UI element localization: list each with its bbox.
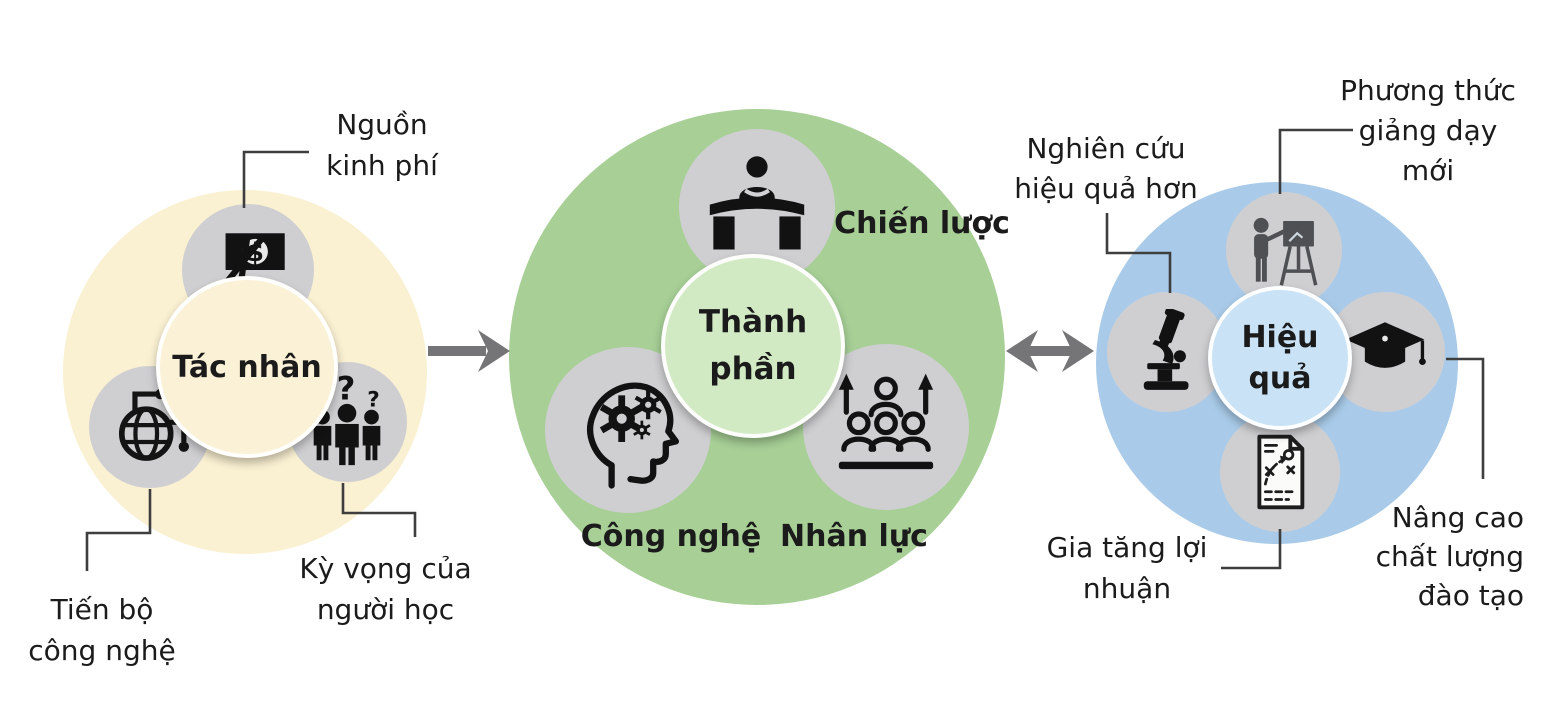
- callout-quality-line2: chất lượng: [1375, 540, 1524, 573]
- graduation-cap-icon: [1345, 322, 1426, 368]
- callout-quality-line1: Nâng cao: [1391, 501, 1524, 534]
- label-hr: Nhân lực: [780, 519, 928, 554]
- arrow-middle-right-bidirectional: [1006, 330, 1094, 372]
- people-arrows-icon: [838, 373, 934, 470]
- callout-tech-line2: công nghệ: [28, 634, 176, 667]
- middle-center-line1: Thành: [698, 304, 808, 340]
- callout-profit: Gia tăng lợi nhuận: [1017, 527, 1237, 609]
- right-center-circle: Hiệu quả: [1208, 286, 1352, 430]
- callout-research: Nghiên cứu hiệu quả hơn: [996, 129, 1216, 209]
- callout-tech-progress: Tiến bộ công nghệ: [2, 589, 202, 671]
- callout-profit-line2: nhuận: [1082, 572, 1172, 605]
- callout-funding-line1: Nguồn: [336, 108, 428, 141]
- strategy-plan-icon: [1257, 434, 1305, 510]
- middle-center-line2: phần: [709, 351, 797, 387]
- callout-teaching-line2: giảng dạy: [1358, 114, 1498, 147]
- funding-icon-circle: $: [182, 204, 314, 336]
- microscope-icon: [1143, 309, 1189, 390]
- svg-text:?: ?: [337, 373, 356, 407]
- right-center-line2: quả: [1248, 361, 1312, 396]
- people-question-icon: ? ? ?: [313, 373, 381, 466]
- callout-tech-line1: Tiến bộ: [50, 593, 154, 626]
- callout-teaching-line1: Phương thức: [1340, 74, 1516, 107]
- callout-funding: Nguồn kinh phí: [282, 104, 482, 186]
- profit-icon-circle: [1220, 412, 1340, 532]
- callout-quality-line3: đào tạo: [1417, 579, 1524, 612]
- callout-quality: Nâng cao chất lượng đào tạo: [1322, 498, 1524, 615]
- label-strategy: Chiến lược: [834, 206, 1010, 241]
- callout-teaching: Phương thức giảng dạy mới: [1318, 71, 1538, 191]
- callout-expect-line2: người học: [316, 593, 455, 626]
- left-center-label: Tác nhân: [172, 349, 322, 385]
- strategy-desk-icon: [709, 156, 805, 250]
- research-icon-circle: [1107, 292, 1227, 412]
- callout-expect-line1: Kỳ vọng của: [299, 552, 472, 585]
- svg-text:?: ?: [367, 387, 380, 412]
- callout-profit-line1: Gia tăng lợi: [1046, 531, 1208, 564]
- teacher-board-icon: [1253, 217, 1318, 286]
- middle-center-circle: Thành phần: [661, 254, 845, 438]
- arrow-left-to-middle: [428, 330, 510, 372]
- callout-teaching-line3: mới: [1401, 154, 1455, 187]
- head-gears-icon: [587, 382, 680, 489]
- callout-funding-line2: kinh phí: [326, 149, 438, 182]
- label-technology: Công nghệ: [580, 519, 762, 554]
- callout-research-line2: hiệu quả hơn: [1014, 172, 1198, 205]
- callout-learner-expectations: Kỳ vọng của người học: [283, 548, 488, 630]
- left-center-circle: Tác nhân: [156, 276, 338, 458]
- callout-research-line1: Nghiên cứu: [1026, 132, 1186, 165]
- right-center-line1: Hiệu: [1241, 320, 1319, 355]
